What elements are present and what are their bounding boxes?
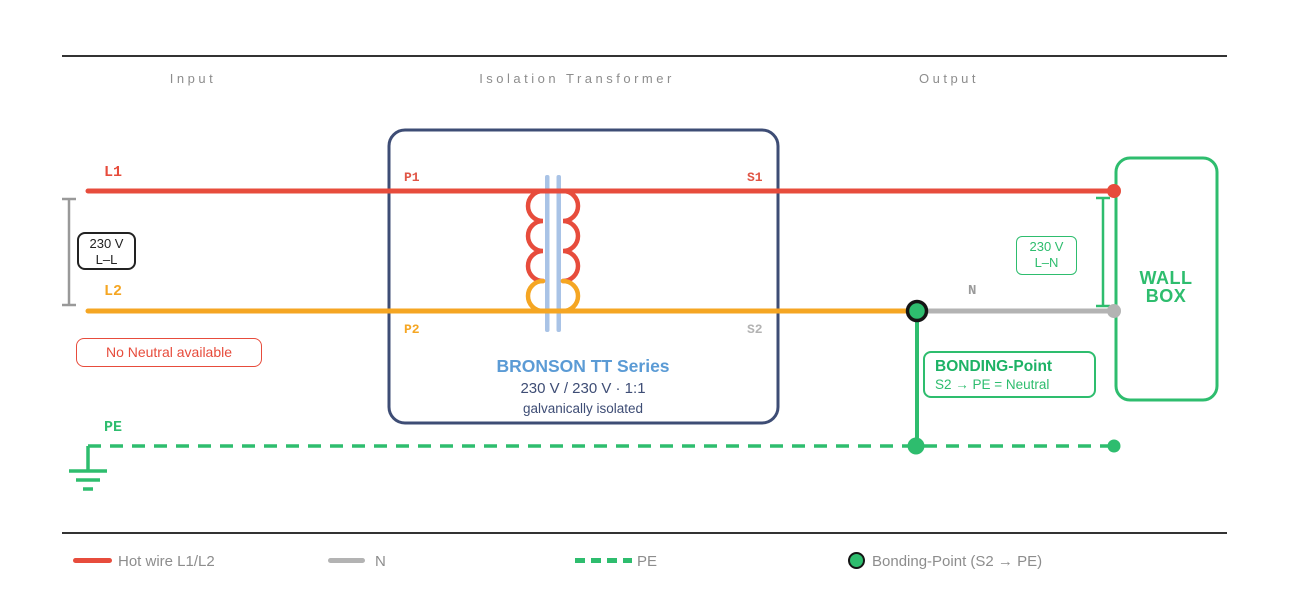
legend-neutral-swatch <box>328 558 365 563</box>
l1-terminal-dot <box>1107 184 1121 198</box>
no-neutral-note: No Neutral available <box>76 338 262 367</box>
core-bar-left <box>545 175 550 332</box>
output-voltage-value: 230 V <box>1029 239 1064 254</box>
wall-box-label-line1: WALL <box>1139 268 1193 288</box>
legend-pe-swatch <box>575 558 632 563</box>
output-voltage-callout: 230 V L–N <box>1016 236 1077 275</box>
input-voltage-callout: 230 V L–L <box>77 232 136 270</box>
s2-port-label: S2 <box>747 322 763 337</box>
pe-label: PE <box>104 419 123 436</box>
output-voltage-bracket <box>1096 196 1110 308</box>
wall-box-label-line2: BOX <box>1145 286 1187 306</box>
transformer-enclosure <box>387 128 780 425</box>
input-voltage-bracket <box>62 197 76 307</box>
bonding-point-detail: S2 → PE = Neutral <box>935 377 1050 392</box>
bonding-point-title: BONDING-Point <box>935 358 1053 375</box>
input-voltage-ref: L–L <box>95 252 118 267</box>
n-label: N <box>968 283 977 299</box>
legend-hot-swatch <box>73 558 112 563</box>
legend-pe-label: PE <box>637 553 658 570</box>
legend-hot-label: Hot wire L1/L2 <box>118 553 215 570</box>
wall-box-outline <box>1114 156 1219 402</box>
section-header-output: Output <box>918 71 980 86</box>
wall-box-label: WALL BOX <box>1140 269 1193 305</box>
earth-ground-icon <box>69 446 107 491</box>
input-voltage-value: 230 V <box>89 236 124 251</box>
transformer-ratio: 230 V / 230 V · 1:1 <box>520 380 646 397</box>
legend-neutral-label: N <box>375 553 386 570</box>
p2-port-label: P2 <box>404 322 420 337</box>
pe-junction-dot <box>907 437 925 455</box>
section-header-transformer: Isolation Transformer <box>479 71 675 86</box>
legend-bonding-label: Bonding-Point (S2 → PE) <box>872 553 1043 570</box>
bonding-point-dot <box>905 299 929 323</box>
l2-label: L2 <box>104 283 123 300</box>
bonding-point-callout: BONDING-Point S2 → PE = Neutral <box>923 351 1096 398</box>
legend-bonding-swatch <box>848 552 865 569</box>
l1-label: L1 <box>104 164 123 181</box>
transformer-note: galvanically isolated <box>522 401 644 416</box>
neutral-terminal-dot <box>1107 304 1121 318</box>
transformer-title: BRONSON TT Series <box>496 356 670 376</box>
output-voltage-ref: L–N <box>1034 255 1059 270</box>
p1-port-label: P1 <box>404 170 420 185</box>
s1-port-label: S1 <box>747 170 763 185</box>
pe-end-dot <box>1107 439 1121 453</box>
section-header-input: Input <box>169 71 217 86</box>
core-bar-right <box>556 175 561 332</box>
primary-winding-red <box>525 188 546 284</box>
secondary-winding-red <box>560 188 581 284</box>
